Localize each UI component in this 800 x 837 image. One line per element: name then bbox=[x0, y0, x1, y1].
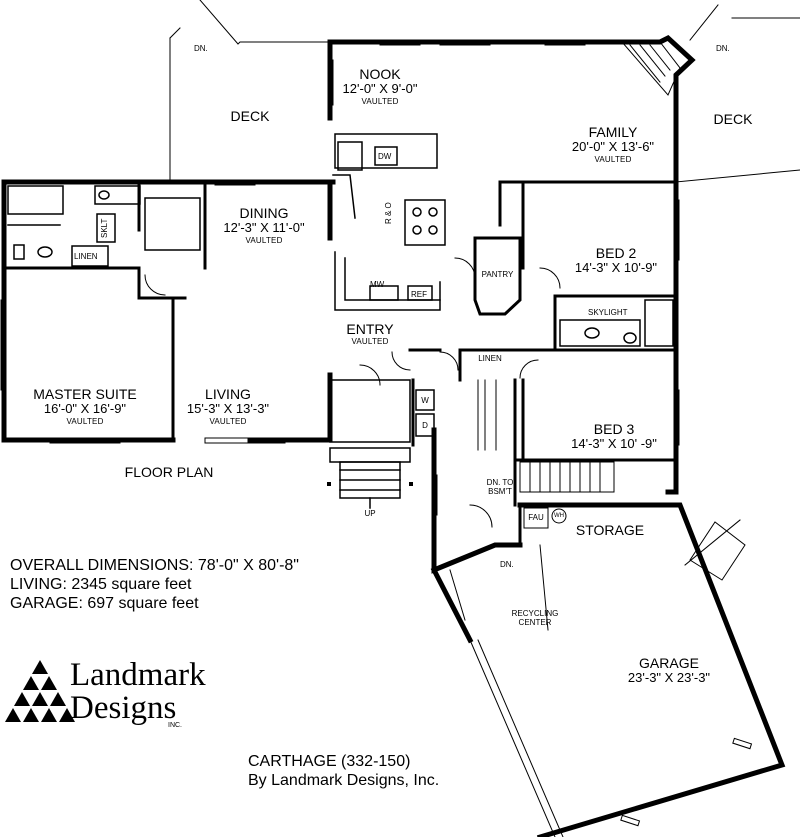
floor-plan-heading: FLOOR PLAN bbox=[124, 464, 214, 480]
label-linen-hall: LINEN bbox=[478, 354, 502, 363]
label-pantry: PANTRY bbox=[481, 270, 514, 279]
room-bed2-name: BED 2 bbox=[595, 245, 637, 261]
logo-line-2: Designs bbox=[70, 690, 177, 726]
overall-dimensions: OVERALL DIMENSIONS: 78'-0" X 80'-8" bbox=[10, 557, 299, 574]
room-bed3-name: BED 3 bbox=[593, 421, 635, 437]
room-master-dims: 16'-0" X 16'-9" bbox=[43, 401, 127, 417]
room-dining: DINING 12'-3" X 11'-0" VAULTED bbox=[206, 205, 322, 245]
logo-mark-icon bbox=[5, 660, 75, 722]
door-swings bbox=[144, 257, 561, 528]
label-dn-to-basement: DN. TO BSM'T bbox=[486, 478, 514, 497]
room-living: LIVING 15'-3" X 13'-3" VAULTED bbox=[176, 386, 280, 426]
room-living-dims: 15'-3" X 13'-3" bbox=[186, 401, 270, 417]
room-family: FAMILY 20'-0" X 13'-6" VAULTED bbox=[548, 124, 678, 164]
entry-porch bbox=[329, 379, 411, 509]
label-recycling-center: RECYCLING CENTER bbox=[511, 609, 559, 628]
room-entry: ENTRY VAULTED bbox=[330, 321, 410, 346]
room-living-name: LIVING bbox=[205, 386, 251, 402]
label-washer: W bbox=[421, 396, 429, 405]
hall-bath-fixtures bbox=[559, 299, 674, 347]
room-nook-note: VAULTED bbox=[361, 97, 399, 107]
logo-name: Landmark Designs bbox=[70, 659, 206, 725]
label-dryer: D bbox=[422, 421, 428, 430]
room-garage-dims: 23'-3" X 23'-3" bbox=[627, 670, 711, 686]
fireplace bbox=[620, 41, 681, 96]
room-living-note: VAULTED bbox=[209, 417, 247, 427]
label-skylight-master: SKLT bbox=[100, 218, 109, 238]
label-water-heater: WH bbox=[554, 513, 564, 519]
basement-stairs bbox=[477, 379, 615, 493]
label-dn-garage: DN. bbox=[500, 560, 514, 569]
room-entry-note: VAULTED bbox=[351, 337, 389, 347]
label-dn-deck-right: DN. bbox=[716, 44, 730, 53]
room-deck-left: DECK bbox=[230, 108, 270, 124]
room-garage-name: GARAGE bbox=[639, 655, 699, 671]
room-bed-2: BED 2 14'-3" X 10'-9" bbox=[560, 245, 672, 276]
room-master-note: VAULTED bbox=[66, 417, 104, 427]
room-bed2-dims: 14'-3" X 10'-9" bbox=[574, 260, 658, 276]
logo-line-1: Landmark bbox=[70, 657, 206, 693]
room-nook: NOOK 12'-0" X 9'-0" VAULTED bbox=[330, 66, 430, 106]
room-family-note: VAULTED bbox=[594, 155, 632, 165]
label-fau: FAU bbox=[528, 513, 544, 522]
room-bed-3: BED 3 14'-3" X 10' -9" bbox=[556, 421, 672, 452]
label-up: UP bbox=[364, 509, 376, 518]
room-family-dims: 20'-0" X 13'-6" bbox=[571, 139, 655, 155]
interior-walls bbox=[2, 180, 678, 547]
label-linen-master: LINEN bbox=[74, 252, 98, 261]
plan-credit: By Landmark Designs, Inc. bbox=[248, 772, 440, 789]
room-dining-note: VAULTED bbox=[245, 236, 283, 246]
label-dishwasher: DW bbox=[378, 152, 392, 161]
label-range-oven: R & O bbox=[384, 202, 393, 224]
kitchen-counters bbox=[332, 133, 446, 311]
master-bath-fixtures bbox=[7, 185, 201, 267]
label-skylight: SKYLIGHT bbox=[588, 308, 628, 317]
garage-doors bbox=[449, 507, 746, 837]
label-refrigerator: REF bbox=[411, 290, 427, 299]
laundry-appliances bbox=[415, 389, 435, 437]
room-garage: GARAGE 23'-3" X 23'-3" bbox=[610, 655, 728, 686]
windows bbox=[0, 39, 753, 827]
pantry-walls bbox=[473, 236, 522, 316]
label-microwave: MW bbox=[370, 280, 385, 289]
room-nook-dims: 12'-0" X 9'-0" bbox=[342, 81, 418, 97]
label-dn-deck-left: DN. bbox=[194, 44, 208, 53]
room-entry-name: ENTRY bbox=[346, 321, 394, 337]
living-area: LIVING: 2345 square feet bbox=[10, 576, 192, 593]
room-deck-right: DECK bbox=[713, 111, 753, 127]
room-nook-name: NOOK bbox=[359, 66, 401, 82]
room-master-suite: MASTER SUITE 16'-0" X 16'-9" VAULTED bbox=[10, 386, 160, 426]
plan-title: CARTHAGE (332-150) bbox=[248, 753, 411, 770]
landmark-designs-logo: Landmark Designs INC. bbox=[18, 657, 206, 737]
room-dining-name: DINING bbox=[239, 205, 289, 221]
room-master-name: MASTER SUITE bbox=[33, 386, 137, 402]
room-storage: STORAGE bbox=[575, 522, 645, 538]
room-bed3-dims: 14'-3" X 10' -9" bbox=[571, 436, 657, 452]
room-dining-dims: 12'-3" X 11'-0" bbox=[223, 220, 305, 236]
room-family-name: FAMILY bbox=[588, 124, 638, 140]
decks bbox=[169, 0, 800, 183]
logo-inc: INC. bbox=[168, 722, 182, 729]
garage-area: GARAGE: 697 square feet bbox=[10, 595, 199, 612]
